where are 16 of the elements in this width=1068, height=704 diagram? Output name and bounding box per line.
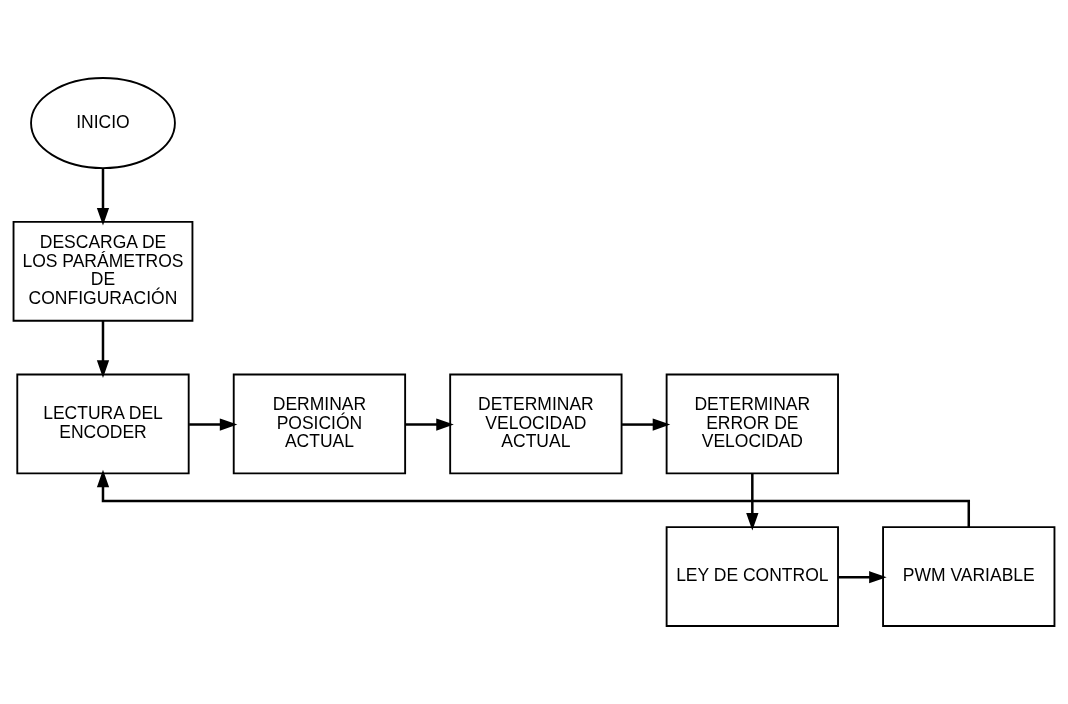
arrow — [746, 473, 759, 531]
arrow — [96, 469, 970, 527]
arrow — [96, 320, 110, 378]
arrow — [838, 571, 887, 584]
arrow — [622, 418, 671, 431]
node-ellipse: INICIO — [30, 77, 176, 170]
node-box: DETERMINAR VELOCIDAD ACTUAL — [449, 373, 623, 475]
node-box: PWM VARIABLE — [882, 526, 1056, 627]
node-box: DETERMINAR ERROR DE VELOCIDAD — [665, 373, 839, 475]
arrow — [405, 418, 454, 431]
node-box: DERMINAR POSICIÓN ACTUAL — [232, 373, 407, 475]
arrow — [96, 168, 110, 226]
node-box: LECTURA DEL ENCODER — [16, 373, 190, 475]
arrow — [189, 418, 238, 431]
node-box: LEY DE CONTROL — [665, 526, 839, 627]
node-box: DESCARGA DE LOS PARÁMETROS DE CONFIGURACIÓN — [12, 220, 194, 322]
